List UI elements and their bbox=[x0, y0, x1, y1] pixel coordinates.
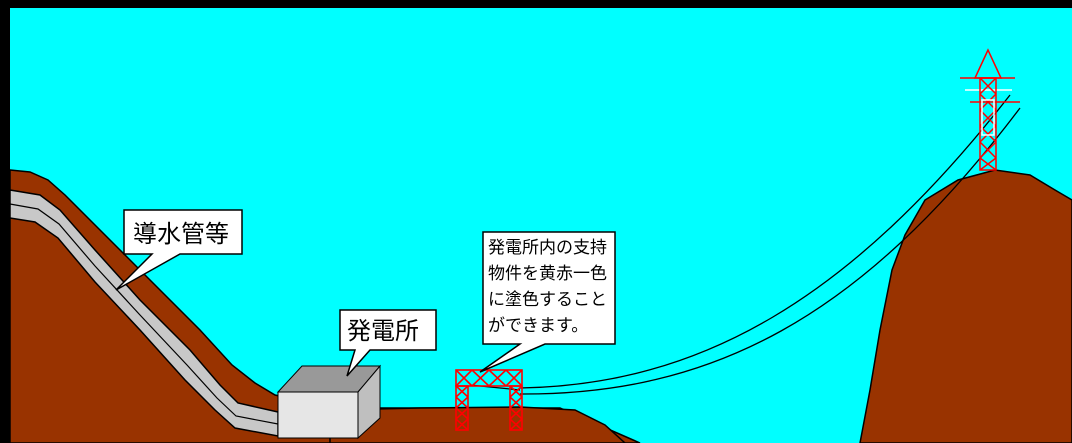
note-line-3: に塗色すること bbox=[488, 289, 607, 310]
penstock-inner-line bbox=[9, 203, 279, 425]
ground-plateau bbox=[329, 406, 627, 443]
power-line-lower bbox=[519, 107, 1021, 395]
transmission-tower-icon bbox=[960, 48, 1020, 171]
support-frame-icon bbox=[455, 369, 523, 431]
note-line-4: ができます。 bbox=[488, 316, 588, 336]
power-line-upper bbox=[519, 94, 1011, 389]
penstock-callout: 導水管等 bbox=[115, 209, 243, 291]
right-mountain bbox=[859, 169, 1072, 443]
note-line-2: 物件を黄赤一色 bbox=[488, 264, 607, 284]
penstock-label: 導水管等 bbox=[133, 220, 229, 248]
note-line-1: 発電所内の支持 bbox=[488, 238, 607, 258]
support-note-callout: 発電所内の支持 物件を黄赤一色 に塗色すること ができます。 bbox=[479, 231, 616, 373]
powerhouse-label: 発電所 bbox=[347, 317, 419, 345]
powerhouse-building-icon bbox=[276, 364, 382, 440]
powerhouse-callout: 発電所 bbox=[339, 309, 437, 377]
